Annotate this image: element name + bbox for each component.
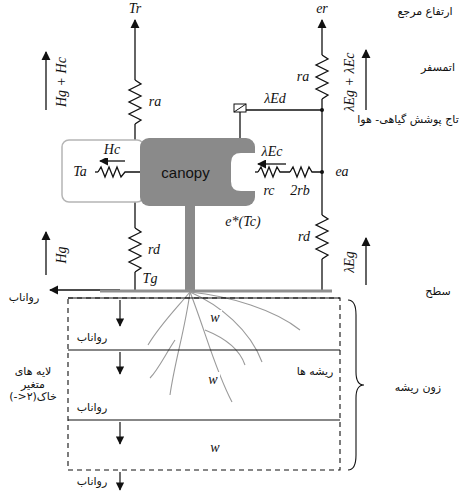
annotation-label: اتمسفر — [419, 62, 457, 75]
flux-arrow — [258, 163, 286, 164]
drainage-arrow — [119, 472, 120, 490]
wire — [134, 272, 135, 290]
symbol-label: w — [206, 372, 219, 388]
symbol-label: e*(Tc) — [223, 214, 262, 230]
symbol-label: Hc — [102, 142, 122, 158]
annotation-label: ارتفاع مرجع — [395, 6, 454, 19]
annotation-label: ریشه ها — [295, 366, 336, 379]
flux-arrow — [100, 160, 125, 161]
node-label: canopy — [161, 164, 209, 181]
drainage-arrows — [119, 300, 120, 490]
annotation-label: زون ریشه — [393, 382, 443, 395]
left-heat-path — [95, 22, 141, 290]
resistor-symbol — [316, 215, 328, 259]
wire — [134, 202, 135, 228]
root — [205, 330, 245, 365]
symbol-label: Tg — [141, 271, 160, 287]
resistor-symbol — [98, 167, 140, 177]
flux-arrow — [45, 52, 46, 110]
annotation-label: رواناب — [75, 332, 109, 345]
flux-arrows — [46, 20, 366, 290]
root-zone-brace — [348, 300, 364, 470]
flux-arrow — [134, 20, 135, 22]
symbol-label: Tr — [127, 1, 143, 17]
resistor-symbol — [129, 228, 141, 272]
annotation-label: رواناب — [75, 476, 109, 489]
annotation-label: لایه های متغیر خاک(۲<-) — [2, 366, 64, 404]
layer-line — [68, 297, 340, 298]
layer-line — [68, 419, 340, 420]
roots — [148, 292, 300, 402]
layer-line — [68, 349, 340, 350]
symbol-label: λEg — [342, 249, 358, 275]
annotation-label: تاج پوشش گیاهی- هوا — [355, 114, 460, 127]
drainage-arrow — [119, 352, 120, 374]
flux-arrow — [321, 20, 322, 22]
annotation-label: سطح — [423, 286, 452, 299]
drainage-arrow — [119, 422, 120, 444]
flux-arrow — [365, 238, 366, 285]
resistor-symbol — [129, 80, 141, 124]
symbol-label: Hg + Hc — [54, 55, 70, 109]
canopy-notch — [231, 153, 255, 191]
resistor-symbol — [316, 55, 328, 99]
symbol-label: er — [314, 1, 330, 17]
canopy-block: canopy — [140, 138, 255, 206]
symbol-label: λEg + λEc — [342, 51, 358, 114]
wire — [239, 110, 240, 138]
wire — [134, 22, 135, 80]
plant-stem — [185, 205, 195, 291]
symbol-label: rc — [261, 183, 276, 199]
symbol-label: Ta — [71, 164, 89, 180]
resistor-symbol — [258, 167, 290, 177]
symbol-label: ra — [147, 94, 163, 110]
annotation-label: رواناب — [75, 402, 109, 415]
symbol-label: 2rb — [288, 183, 311, 199]
symbol-label: Hg — [54, 244, 70, 265]
root — [190, 292, 262, 362]
root — [190, 292, 232, 402]
symbol-label: ea — [333, 164, 350, 180]
annotation-label: رواناب — [7, 292, 41, 305]
junction-dot — [320, 108, 324, 112]
flux-arrow — [365, 50, 366, 110]
canopy-air-box — [62, 140, 144, 202]
symbol-label: rd — [296, 229, 312, 245]
drip-symbol — [234, 104, 246, 112]
symbol-label: w — [208, 310, 221, 326]
soil-layers — [68, 298, 364, 470]
drip-symbol — [234, 104, 246, 112]
symbol-label: λEd — [262, 91, 288, 107]
drainage-arrow — [119, 300, 120, 326]
wire — [321, 259, 322, 290]
resistor-symbol — [290, 167, 322, 177]
surface-line — [100, 290, 332, 293]
symbol-label: rd — [146, 242, 162, 258]
junction-dot — [320, 170, 324, 174]
flux-arrow — [45, 232, 46, 275]
root — [150, 340, 175, 378]
root — [148, 292, 190, 345]
symbol-label: λEc — [260, 144, 285, 160]
wire — [240, 109, 322, 110]
symbol-label: w — [208, 440, 221, 456]
soil-column — [68, 298, 340, 470]
wire — [321, 22, 322, 55]
canopy-body — [140, 138, 255, 206]
wire — [134, 124, 135, 140]
wire — [321, 99, 322, 215]
symbol-label: ra — [295, 69, 311, 85]
